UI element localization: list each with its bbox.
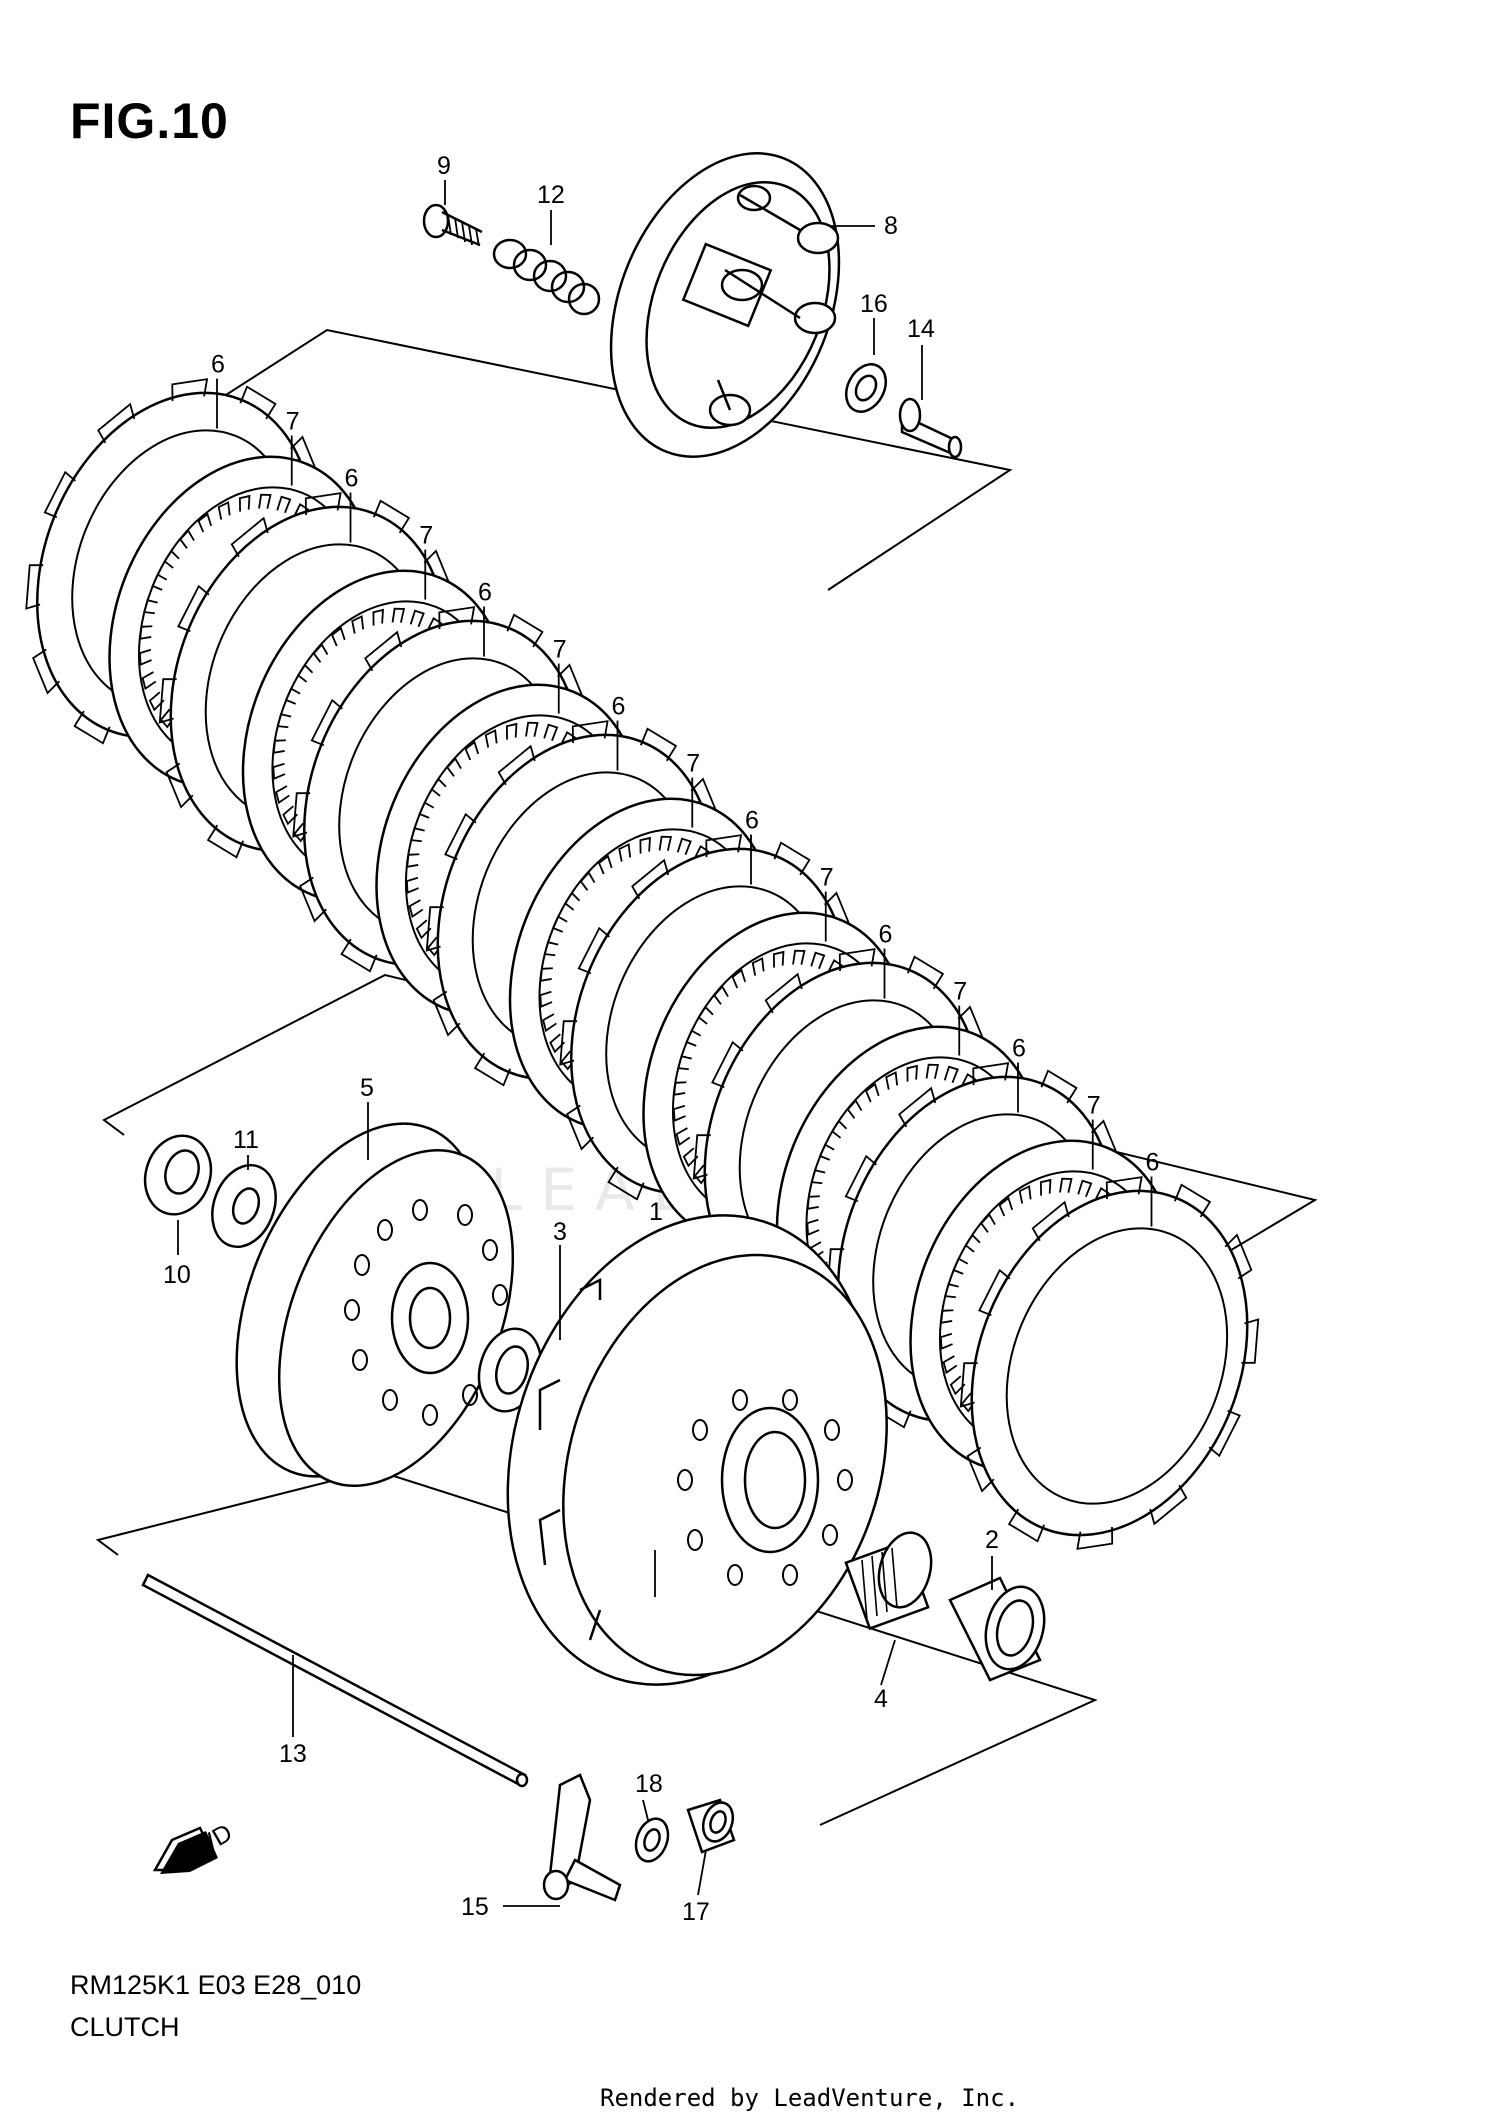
callout-16: 16 bbox=[860, 290, 888, 318]
camshaft-bearing bbox=[686, 1798, 736, 1854]
callout-6: 6 bbox=[879, 921, 893, 949]
clutch-plate-stack bbox=[25, 378, 1260, 1550]
callout-1: 1 bbox=[649, 1198, 663, 1226]
push-piece bbox=[898, 397, 963, 459]
callout-7: 7 bbox=[1087, 1092, 1101, 1120]
callout-6: 6 bbox=[745, 807, 759, 835]
callout-6: 6 bbox=[1012, 1035, 1026, 1063]
callout-8: 8 bbox=[884, 212, 898, 240]
callout-5: 5 bbox=[360, 1074, 374, 1102]
spacer bbox=[948, 1576, 1046, 1682]
callout-6: 6 bbox=[211, 351, 225, 379]
callout-15: 15 bbox=[461, 1893, 489, 1921]
clutch-spring bbox=[492, 238, 601, 316]
callout-7: 7 bbox=[553, 636, 567, 664]
needle-bearing bbox=[844, 1531, 933, 1631]
callout-7: 7 bbox=[419, 522, 433, 550]
callout-12: 12 bbox=[537, 181, 565, 209]
release-bearing bbox=[844, 363, 888, 413]
figure-title: FIG.10 bbox=[70, 93, 229, 149]
callout-7: 7 bbox=[820, 864, 834, 892]
callouts: 1 2 3 4 5 8 9 10 11 12 13 14 15 16 17 18 bbox=[163, 152, 999, 1926]
render-credit: Rendered by LeadVenture, Inc. bbox=[600, 2084, 1020, 2112]
model-code: RM125K1 E03 E28_010 bbox=[70, 1970, 362, 2000]
clutch-housing bbox=[506, 1214, 888, 1686]
pressure-plate bbox=[609, 152, 841, 458]
callout-10: 10 bbox=[163, 1261, 191, 1289]
release-camshaft bbox=[542, 1773, 622, 1902]
callout-6: 6 bbox=[345, 465, 359, 493]
callout-6: 6 bbox=[1146, 1149, 1160, 1177]
callout-9: 9 bbox=[437, 152, 451, 180]
bolt bbox=[422, 203, 483, 247]
section-name: CLUTCH bbox=[70, 2012, 180, 2042]
callout-2: 2 bbox=[985, 1526, 999, 1554]
callout-17: 17 bbox=[682, 1898, 710, 1926]
callout-7: 7 bbox=[286, 408, 300, 436]
push-rod bbox=[141, 1573, 529, 1788]
fwd-arrow-icon: FWD bbox=[152, 1819, 237, 1874]
callout-6: 6 bbox=[478, 579, 492, 607]
plate-callouts: 6 7 6 7 6 7 6 7 6 7 6 7 6 7 6 bbox=[211, 351, 1159, 1227]
lock-washer bbox=[211, 1163, 277, 1249]
callout-13: 13 bbox=[279, 1740, 307, 1768]
lock-nut bbox=[143, 1134, 213, 1216]
callout-6: 6 bbox=[612, 693, 626, 721]
drive-plate bbox=[959, 1176, 1260, 1550]
callout-18: 18 bbox=[635, 1770, 663, 1798]
callout-7: 7 bbox=[953, 978, 967, 1006]
callout-7: 7 bbox=[686, 750, 700, 778]
callout-11: 11 bbox=[233, 1126, 259, 1154]
oil-seal bbox=[634, 1817, 670, 1863]
leader-lines bbox=[177, 180, 993, 1907]
callout-3: 3 bbox=[553, 1218, 567, 1246]
callout-14: 14 bbox=[907, 315, 935, 343]
callout-4: 4 bbox=[874, 1685, 888, 1713]
